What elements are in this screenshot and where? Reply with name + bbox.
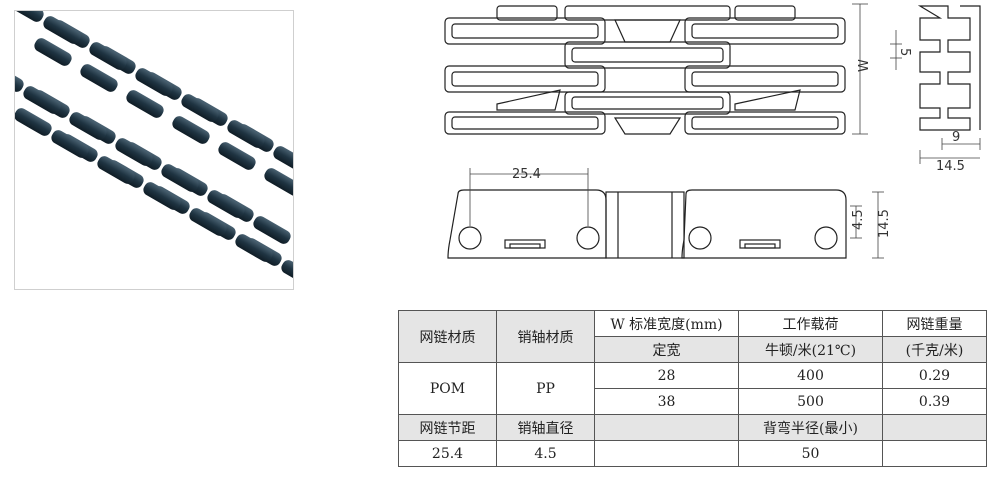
chain-link-shape [23, 86, 61, 114]
cell-pitch: 25.4 [398, 440, 497, 467]
blank-white-cell-2 [882, 440, 987, 467]
chain-link-shape [34, 38, 72, 66]
chain-link-shape [135, 68, 173, 96]
chain-link-shape [126, 90, 164, 118]
blank-shade-cell [594, 414, 739, 441]
top-view-chain [444, 5, 846, 135]
spec-table: 网链材质 销轴材质 W 标准宽度(mm) 工作载荷 网链重量 定宽 牛顿/米(2… [398, 310, 987, 467]
cell-back-bend: 50 [738, 440, 883, 467]
side-view-chain [447, 189, 847, 259]
chain-link-shape [51, 130, 89, 158]
header-chain-material: 网链材质 [398, 310, 497, 363]
end-view-profile [917, 5, 981, 131]
header-std-width: W 标准宽度(mm) [594, 310, 739, 337]
cell-load-1: 400 [738, 362, 883, 389]
chain-link-shape [97, 156, 135, 184]
chain-link-shape [218, 142, 256, 170]
chain-link-shape [235, 234, 273, 262]
cell-weight-2: 0.39 [882, 388, 987, 415]
cell-chain-material: POM [398, 362, 497, 415]
blank-shade-cell-2 [882, 414, 987, 441]
chain-link-shape [207, 190, 245, 218]
header-weight-unit: (千克/米) [882, 336, 987, 363]
chain-link-shape [172, 116, 210, 144]
chain-link-shape [264, 168, 293, 196]
chain-link-shape [253, 216, 291, 244]
dim-4-5-label: 4.5 [851, 209, 866, 230]
chain-link-shape [89, 42, 127, 70]
cell-width-1: 28 [594, 362, 739, 389]
cell-pin-diameter: 4.5 [496, 440, 595, 467]
dim-14-5-side-label: 14.5 [877, 209, 892, 238]
chain-link-shape [281, 260, 293, 288]
product-photo [14, 10, 294, 290]
chain-link-shape [115, 138, 153, 166]
chain-link-shape [69, 112, 107, 140]
header-pitch: 网链节距 [398, 414, 497, 441]
chain-link-shape [15, 108, 52, 136]
header-back-bend: 背弯半径(最小) [738, 414, 883, 441]
chain-link-shape [15, 11, 44, 22]
dim-5-label: 5 [897, 48, 912, 56]
cell-width-2: 38 [594, 388, 739, 415]
header-chain-weight: 网链重量 [882, 310, 987, 337]
chain-link-shape [181, 94, 219, 122]
header-work-load: 工作载荷 [738, 310, 883, 337]
dim-width-label: W [857, 59, 872, 72]
dim-9-label: 9 [952, 130, 960, 145]
chain-link-shape [227, 120, 265, 148]
chain-link-shape [189, 208, 227, 236]
dim-14-5-top-label: 14.5 [936, 159, 965, 174]
blank-white-cell [594, 440, 739, 467]
cell-load-2: 500 [738, 388, 883, 415]
cell-weight-1: 0.29 [882, 362, 987, 389]
cell-pin-material: PP [496, 362, 595, 415]
header-pin-diameter: 销轴直径 [496, 414, 595, 441]
header-load-unit: 牛顿/米(21℃) [738, 336, 883, 363]
technical-drawing: W 5 9 14.5 25.4 4.5 14.5 [444, 3, 981, 259]
header-fixed-width: 定宽 [594, 336, 739, 363]
chain-link-shape [161, 164, 199, 192]
chain-link-shape [43, 16, 81, 44]
chain-link-shape [80, 64, 118, 92]
chain-link-shape [273, 146, 293, 174]
chain-link-shape [143, 182, 181, 210]
dim-25-4-label: 25.4 [512, 167, 541, 182]
header-pin-material: 销轴材质 [496, 310, 595, 363]
